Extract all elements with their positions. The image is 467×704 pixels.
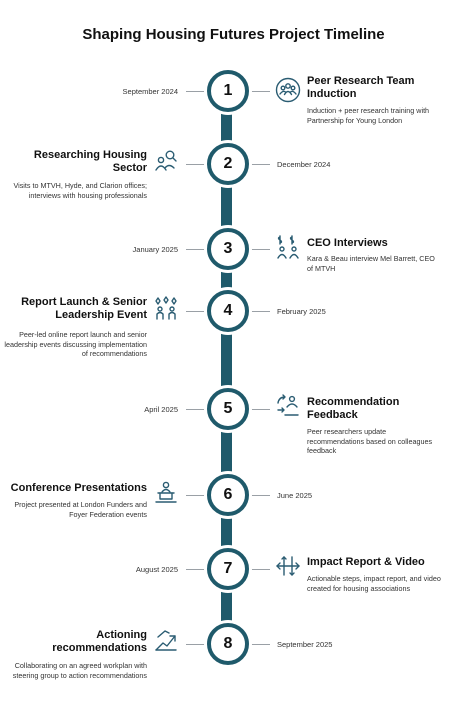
connector-8-left — [186, 644, 207, 645]
milestone-7-description: Actionable steps, impact report, and vid… — [307, 574, 441, 593]
milestone-1-heading: Peer Research Team Induction — [307, 75, 415, 100]
milestone-2-node: 2 — [207, 143, 249, 185]
milestone-3-number: 3 — [223, 240, 233, 257]
milestone-4-number: 4 — [223, 302, 233, 319]
connector-6-right — [249, 495, 270, 496]
feedback-cycle-icon — [275, 393, 301, 419]
milestone-8-heading: Actioning recommendations — [52, 629, 147, 654]
milestone-6-node: 6 — [207, 474, 249, 516]
milestone-8-number: 8 — [223, 635, 233, 652]
connector-4-left — [186, 311, 207, 312]
milestone-7-number: 7 — [223, 560, 233, 577]
milestone-6-description: Project presented at London Funders and … — [14, 500, 147, 519]
money-people-icon — [275, 234, 301, 260]
milestone-8-description: Collaborating on an agreed workplan with… — [12, 661, 147, 680]
milestone-5-description: Peer researchers update recommendations … — [307, 427, 433, 455]
milestone-1-description: Induction + peer research training with … — [307, 106, 430, 125]
milestone-5-number: 5 — [223, 400, 233, 417]
milestone-2-description: Visits to MTVH, Hyde, and Clarion office… — [13, 181, 147, 200]
connector-7-left — [186, 569, 207, 570]
connector-5-right — [249, 409, 270, 410]
connector-7-right — [249, 569, 270, 570]
growth-chart-icon — [153, 627, 179, 653]
podium-speaker-icon — [153, 479, 179, 505]
connector-3-right — [249, 249, 270, 250]
milestone-3-node: 3 — [207, 228, 249, 270]
milestone-6-date: June 2025 — [277, 491, 313, 500]
milestone-6-number: 6 — [223, 486, 233, 503]
milestone-5-heading: Recommendation Feedback — [307, 396, 400, 421]
milestone-3-description: Kara & Beau interview Mel Barrett, CEO o… — [307, 254, 435, 273]
connector-8-right — [249, 644, 270, 645]
connector-2-left — [186, 164, 207, 165]
milestone-8-date: September 2025 — [277, 640, 333, 649]
milestone-1-number: 1 — [223, 82, 233, 99]
people-search-icon — [153, 148, 179, 174]
people-ideas-icon — [153, 295, 179, 321]
milestone-7-heading: Impact Report & Video — [307, 556, 425, 568]
connector-1-left — [186, 91, 207, 92]
milestone-2-date: December 2024 — [277, 160, 331, 169]
expand-arrows-icon — [275, 553, 301, 579]
milestone-5-node: 5 — [207, 388, 249, 430]
milestone-1-date: September 2024 — [122, 87, 178, 96]
connector-6-left — [186, 495, 207, 496]
connector-5-left — [186, 409, 207, 410]
milestone-5-date: April 2025 — [144, 405, 178, 414]
milestone-6-heading: Conference Presentations — [10, 482, 147, 494]
milestone-4-heading: Report Launch & Senior Leadership Event — [21, 296, 147, 321]
milestone-2-heading: Researching Housing Sector — [33, 149, 147, 174]
milestone-3-date: January 2025 — [132, 245, 178, 254]
group-circle-icon — [275, 77, 301, 103]
connector-1-right — [249, 91, 270, 92]
connector-3-left — [186, 249, 207, 250]
milestone-7-date: August 2025 — [135, 565, 178, 574]
milestone-4-description: Peer-led online report launch and senior… — [4, 330, 147, 358]
milestone-2-number: 2 — [223, 155, 233, 172]
connector-4-right — [249, 311, 270, 312]
milestone-7-node: 7 — [207, 548, 249, 590]
milestone-4-date: February 2025 — [277, 307, 326, 316]
milestone-3-heading: CEO Interviews — [307, 237, 388, 249]
connector-2-right — [249, 164, 270, 165]
timeline-spine — [221, 80, 232, 660]
milestone-4-node: 4 — [207, 290, 249, 332]
page-title: Shaping Housing Futures Project Timeline — [82, 26, 385, 43]
milestone-1-node: 1 — [207, 70, 249, 112]
milestone-8-node: 8 — [207, 623, 249, 665]
